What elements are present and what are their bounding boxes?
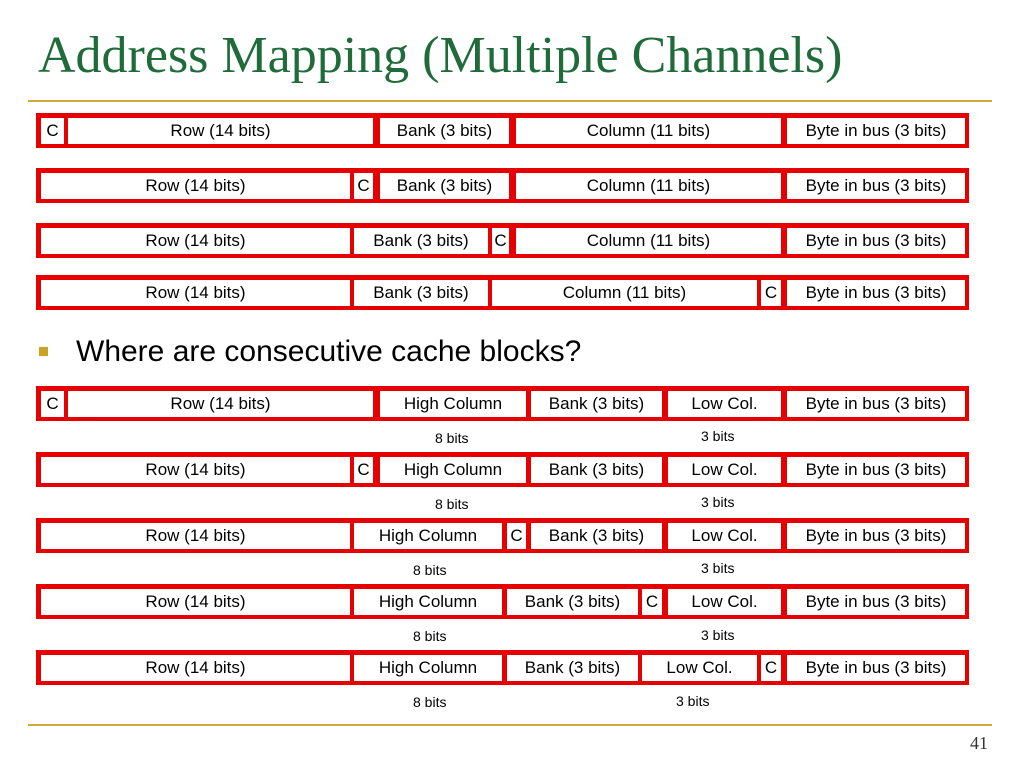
high-column-bits-label: 8 bits xyxy=(435,430,469,446)
low-col-field: Low Col. xyxy=(668,523,781,549)
low-col-field: Low Col. xyxy=(642,655,757,681)
channel-field: C xyxy=(41,391,64,417)
low-column-bits-label: 3 bits xyxy=(701,494,735,510)
channel-field: C xyxy=(492,228,509,254)
high-column-field: High Column xyxy=(380,391,526,417)
bank-field: Bank (3 bits) xyxy=(531,523,662,549)
low-col-field: Low Col. xyxy=(668,391,781,417)
low-column-bits-label: 3 bits xyxy=(701,560,735,576)
byte-in-bus-field: Byte in bus (3 bits) xyxy=(787,589,965,615)
row-field: Row (14 bits) xyxy=(41,523,350,549)
row-field: Row (14 bits) xyxy=(41,589,350,615)
byte-in-bus-field: Byte in bus (3 bits) xyxy=(787,391,965,417)
channel-field: C xyxy=(761,655,781,681)
top-divider xyxy=(28,100,992,102)
high-column-bits-label: 8 bits xyxy=(413,562,447,578)
high-column-field: High Column xyxy=(354,523,502,549)
bank-field: Bank (3 bits) xyxy=(531,457,662,483)
bank-field: Bank (3 bits) xyxy=(354,280,488,306)
bullet-question: Where are consecutive cache blocks? xyxy=(76,335,582,368)
row-field: Row (14 bits) xyxy=(41,655,350,681)
address-bit-layout-row: Row (14 bits)Bank (3 bits)C Column (11 bi… xyxy=(36,223,969,258)
row-field: Row (14 bits) xyxy=(68,391,373,417)
bank-field: Bank (3 bits) xyxy=(531,391,662,417)
low-column-bits-label: 3 bits xyxy=(701,627,735,643)
high-column-bits-label: 8 bits xyxy=(435,496,469,512)
low-col-field: Low Col. xyxy=(668,589,781,615)
byte-in-bus-field: Byte in bus (3 bits) xyxy=(787,523,965,549)
bank-field: Bank (3 bits) xyxy=(507,655,638,681)
row-field: Row (14 bits) xyxy=(41,280,350,306)
column-field: Column (11 bits) xyxy=(516,228,781,254)
byte-in-bus-field: Byte in bus (3 bits) xyxy=(787,655,965,681)
channel-field: C xyxy=(642,589,662,615)
row-field: Row (14 bits) xyxy=(41,228,350,254)
channel-field: C xyxy=(507,523,526,549)
column-field: Column (11 bits) xyxy=(516,173,781,199)
page-number: 41 xyxy=(970,733,988,753)
byte-in-bus-field: Byte in bus (3 bits) xyxy=(787,118,965,144)
high-column-bits-label: 8 bits xyxy=(413,694,447,710)
low-column-bits-label: 3 bits xyxy=(676,693,710,709)
bottom-divider xyxy=(28,724,992,726)
high-column-field: High Column xyxy=(354,655,502,681)
bank-field: Bank (3 bits) xyxy=(507,589,638,615)
byte-in-bus-field: Byte in bus (3 bits) xyxy=(787,280,965,306)
address-bit-layout-row: Row (14 bits)C Bank (3 bits) Column (11 bi… xyxy=(36,168,969,203)
row-field: Row (14 bits) xyxy=(68,118,373,144)
bank-field: Bank (3 bits) xyxy=(380,173,509,199)
byte-in-bus-field: Byte in bus (3 bits) xyxy=(787,457,965,483)
low-column-bits-label: 3 bits xyxy=(701,428,735,444)
channel-field: C xyxy=(354,173,373,199)
channel-field: C xyxy=(354,457,373,483)
high-column-field: High Column xyxy=(380,457,526,483)
byte-in-bus-field: Byte in bus (3 bits) xyxy=(787,173,965,199)
byte-in-bus-field: Byte in bus (3 bits) xyxy=(787,228,965,254)
column-field: Column (11 bits) xyxy=(516,118,781,144)
high-column-bits-label: 8 bits xyxy=(413,628,447,644)
bank-field: Bank (3 bits) xyxy=(380,118,509,144)
row-field: Row (14 bits) xyxy=(41,457,350,483)
high-column-field: High Column xyxy=(354,589,502,615)
slide-title: Address Mapping (Multiple Channels) xyxy=(38,27,843,84)
channel-field: C xyxy=(41,118,64,144)
bullet-square-icon xyxy=(39,347,48,356)
address-bit-layout-row: Row (14 bits)Bank (3 bits)Column (11 bit… xyxy=(36,275,969,310)
row-field: Row (14 bits) xyxy=(41,173,350,199)
column-field: Column (11 bits) xyxy=(492,280,757,306)
channel-field: C xyxy=(761,280,781,306)
bank-field: Bank (3 bits) xyxy=(354,228,488,254)
low-col-field: Low Col. xyxy=(668,457,781,483)
